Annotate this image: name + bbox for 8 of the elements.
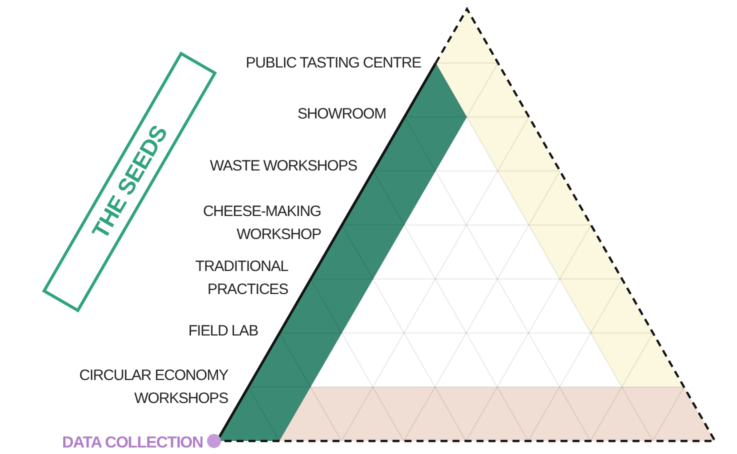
text-label: SHOWROOM — [297, 104, 386, 124]
text-label: CHEESE-MAKING WORKSHOP — [202, 202, 321, 245]
text-label: DATA COLLECTION — [62, 434, 203, 454]
text-label: TRADITIONAL PRACTICES — [194, 257, 288, 300]
text-label: WASTE WORKSHOPS — [210, 156, 357, 176]
text-label: PUBLIC TASTING CENTRE — [246, 54, 421, 74]
text-label: CIRCULAR ECONOMY WORKSHOPS — [78, 366, 228, 409]
text-label: FIELD LAB — [188, 322, 258, 342]
